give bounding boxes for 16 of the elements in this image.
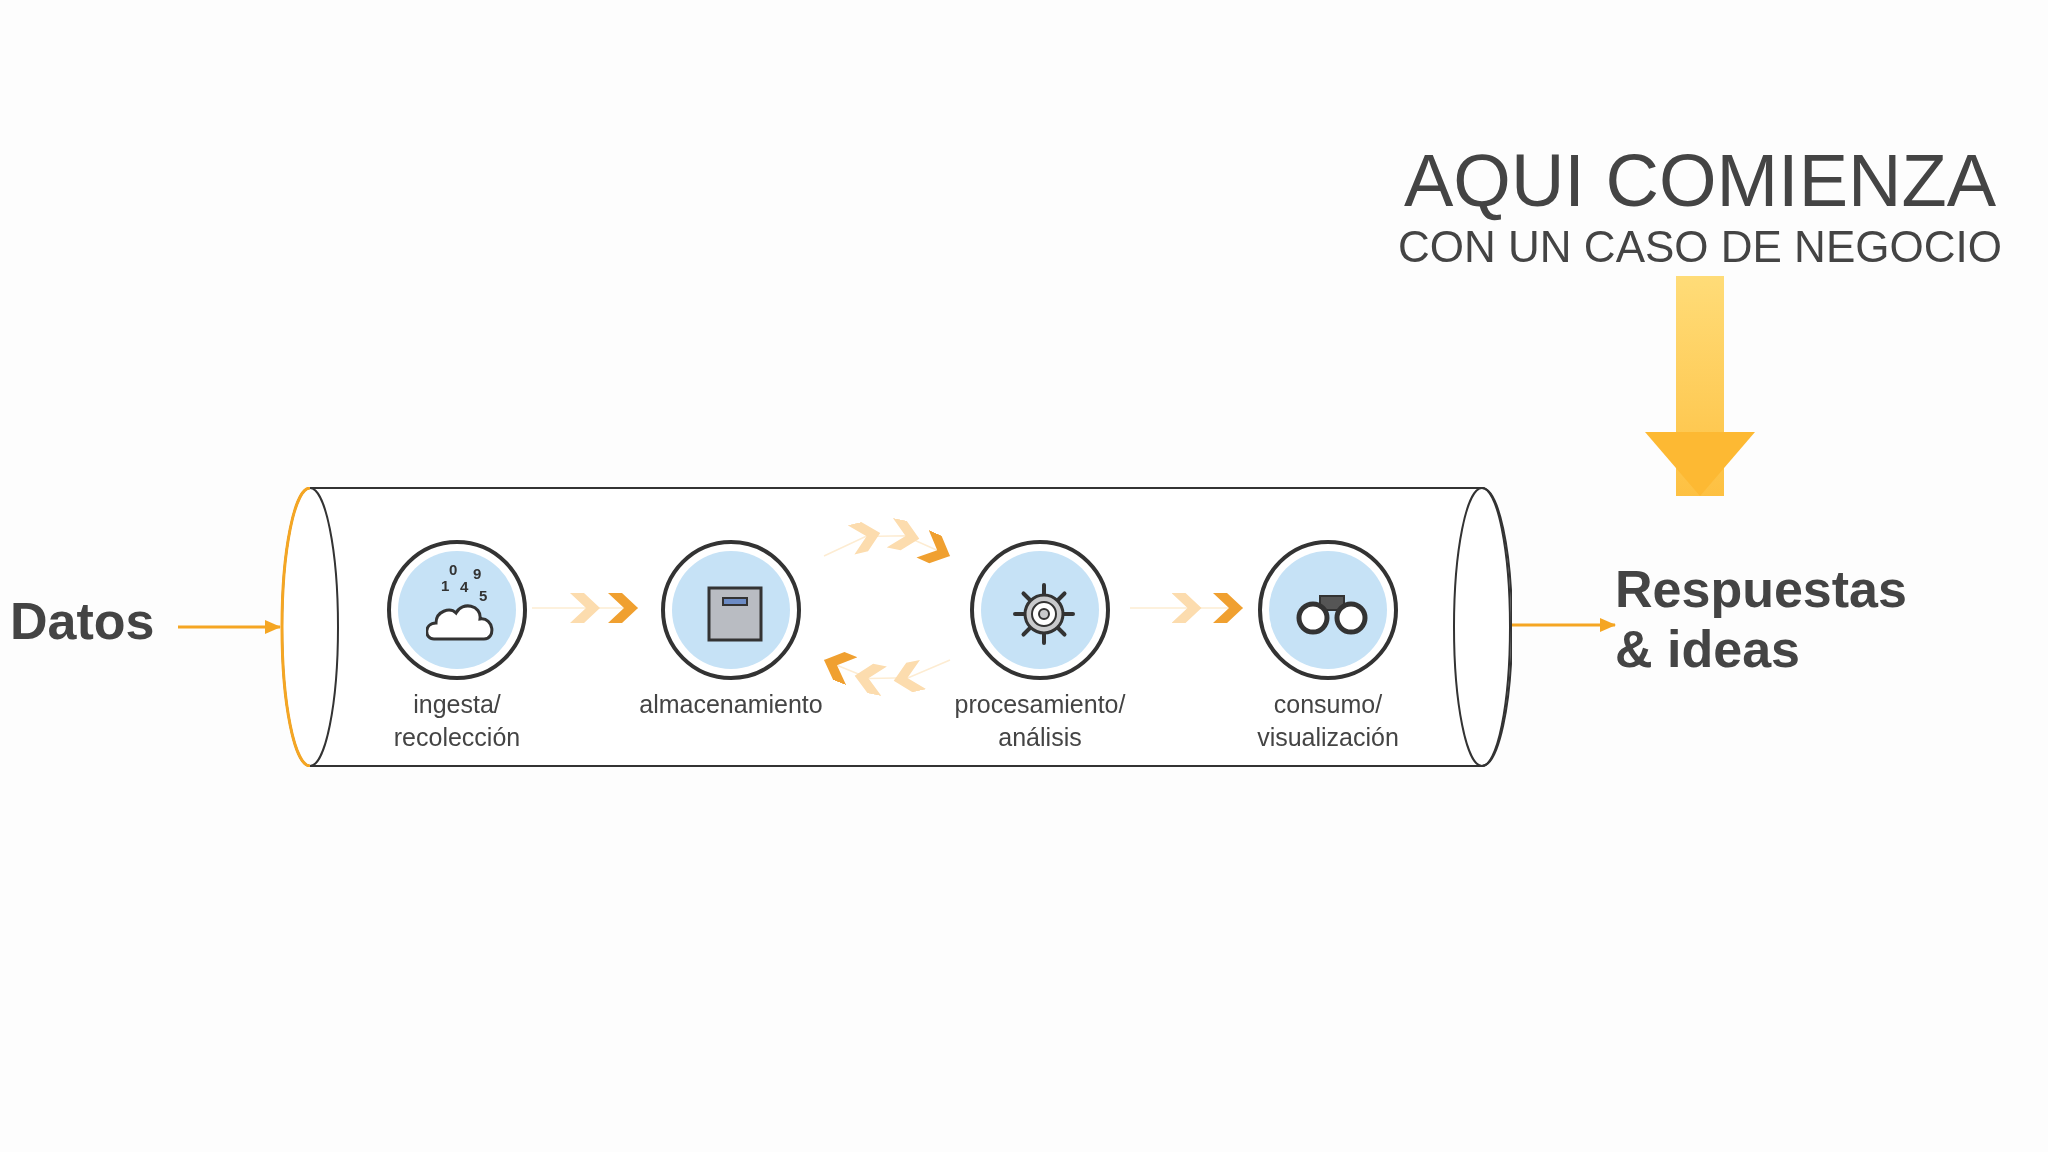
heading: AQUI COMIENZA bbox=[1403, 140, 1996, 222]
digit-label: 0 bbox=[449, 562, 458, 577]
subheading: CON UN CASO DE NEGOCIO bbox=[1398, 221, 2002, 274]
digit-label: 5 bbox=[479, 588, 488, 603]
arrow bbox=[178, 620, 281, 634]
block-arrow bbox=[1645, 276, 1755, 496]
text-label: Datos bbox=[10, 592, 155, 652]
arrow bbox=[1512, 618, 1616, 632]
digit-label: 4 bbox=[460, 579, 469, 594]
stage-label: consumo/ visualización bbox=[1256, 689, 1400, 753]
digit-label: 9 bbox=[473, 566, 482, 581]
digit-label: 1 bbox=[441, 578, 450, 593]
stage-label: ingesta/ recolección bbox=[392, 689, 522, 753]
text-label: Respuestas & ideas bbox=[1615, 560, 1908, 680]
stage-label: procesamiento/ análisis bbox=[953, 689, 1127, 753]
stage-label: almacenamiento bbox=[639, 689, 823, 720]
